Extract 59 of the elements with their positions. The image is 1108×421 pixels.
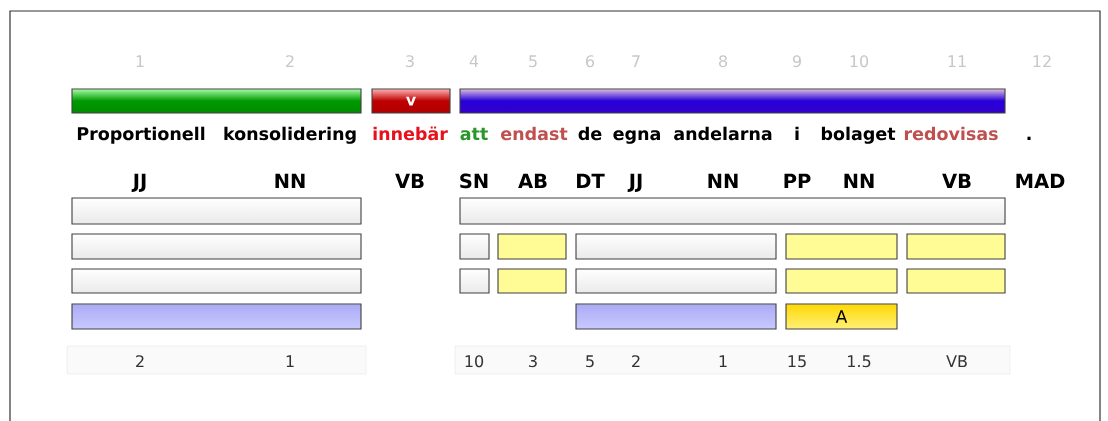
pos-tag: NN (275, 173, 305, 188)
pos-tag: JJ (131, 173, 146, 192)
pos-tag: JJ (627, 173, 642, 192)
labeled-bar: v (371, 88, 451, 114)
empty-bar (497, 268, 567, 294)
empty-bar (71, 268, 362, 294)
token-number: 11 (948, 55, 966, 67)
pos-tag: DT (577, 173, 605, 188)
empty-bar (71, 88, 362, 114)
empty-bar (575, 303, 777, 330)
empty-bar (497, 233, 567, 260)
empty-bar (906, 268, 1006, 294)
pos-tag: NN (844, 173, 874, 188)
empty-bar (785, 268, 898, 294)
sentence-word: att (460, 127, 488, 141)
token-number: 4 (469, 55, 479, 67)
pos-tag: NN (708, 173, 738, 188)
sentence-word: innebär (373, 126, 448, 141)
pos-tag: PP (784, 173, 811, 188)
sentence-word: konsolidering (224, 126, 356, 144)
token-number: 6 (586, 55, 595, 68)
pos-tag: VB (395, 173, 424, 188)
token-number: 9 (792, 55, 801, 68)
empty-bar (906, 233, 1006, 260)
bottom-value: 2 (136, 355, 144, 367)
empty-bar (71, 303, 362, 330)
bottom-value: 3 (529, 355, 537, 368)
pos-tag: SN (460, 173, 488, 189)
bottom-value: 5 (586, 355, 594, 368)
empty-bar (71, 197, 362, 225)
bottom-value: 15 (788, 355, 806, 368)
pos-tag: VB (942, 173, 971, 188)
labeled-bar: A (785, 303, 898, 330)
token-number: 7 (632, 55, 640, 67)
empty-bar (459, 88, 1006, 114)
sentence-word: . (1027, 136, 1031, 140)
bottom-value: 1.5 (848, 355, 871, 368)
empty-bar (459, 197, 1006, 225)
bottom-value: 1 (719, 355, 727, 367)
sentence-word: egna (613, 130, 660, 144)
bottom-value: 10 (465, 355, 484, 368)
token-number: 2 (286, 55, 294, 67)
empty-bar (575, 233, 777, 260)
bottom-value: VB (946, 355, 967, 367)
pos-tag: AB (518, 173, 547, 188)
token-number: 8 (719, 55, 727, 68)
token-number: 12 (1033, 55, 1051, 67)
empty-bar (459, 233, 490, 260)
token-number: 5 (529, 55, 537, 68)
bottom-value: 1 (286, 355, 294, 367)
empty-bar (575, 268, 777, 294)
pos-tag: MAD (1016, 173, 1065, 188)
empty-bar (785, 233, 898, 260)
empty-bar (459, 268, 490, 294)
bottom-value: 2 (632, 355, 640, 367)
token-number: 1 (136, 55, 144, 67)
token-number: 3 (406, 55, 414, 68)
token-number: 10 (850, 55, 869, 68)
empty-bar (71, 233, 362, 260)
